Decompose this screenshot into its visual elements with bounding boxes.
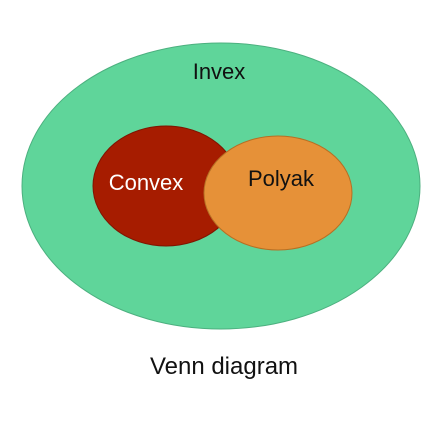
convex-label: Convex	[109, 170, 184, 195]
invex-label: Invex	[193, 59, 246, 84]
polyak-label: Polyak	[248, 166, 315, 191]
polyak-set	[203, 135, 353, 251]
diagram-caption: Venn diagram	[149, 353, 299, 380]
